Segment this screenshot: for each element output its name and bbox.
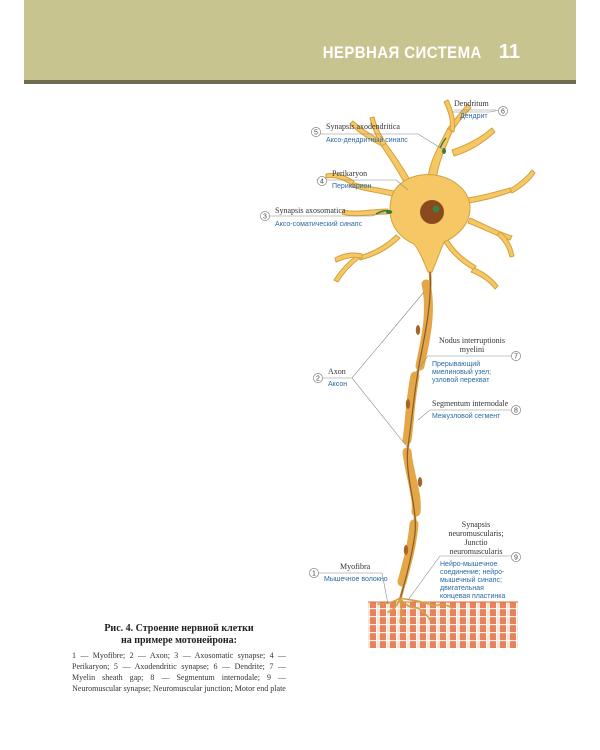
nucleolus [432, 205, 440, 213]
label-dendrite: Dendritum Дендрит 6 [454, 99, 508, 120]
axosomatic-synapse-knob [385, 210, 393, 214]
svg-text:Перикарион: Перикарион [332, 183, 372, 190]
svg-text:4: 4 [320, 179, 324, 186]
leader-9 [407, 555, 512, 601]
myelin-segment [402, 447, 421, 517]
page-number: 11 [498, 41, 520, 63]
svg-text:миелиновый узел;: миелиновый узел; [432, 368, 491, 376]
myelin-nucleus [403, 545, 409, 555]
leader-1 [316, 572, 389, 605]
myelin-segment [402, 371, 420, 445]
caption-body: 1 — Myofibre; 2 — Axon; 3 — Axosomatic s… [72, 651, 286, 693]
myelin-nucleus [417, 477, 423, 487]
leader-7 [415, 355, 512, 373]
svg-text:9: 9 [514, 555, 518, 562]
leader-2b [351, 377, 409, 449]
svg-text:2: 2 [316, 376, 320, 383]
svg-text:концевая пластинка: концевая пластинка [440, 593, 505, 600]
leader-4 [316, 179, 409, 191]
dendrites [325, 99, 536, 290]
svg-text:Perikaryon: Perikaryon [332, 169, 367, 178]
svg-text:мышечный синапс;: мышечный синапс; [440, 576, 502, 584]
leader-2a [314, 291, 425, 379]
svg-text:8: 8 [514, 408, 518, 415]
nucleus [420, 200, 444, 224]
svg-text:7: 7 [514, 354, 518, 361]
label-axosomatic-synapse: 3 Synapsis axosomatica Аксо-соматический… [260, 206, 363, 228]
svg-text:двигательная: двигательная [440, 585, 484, 592]
leader-3 [262, 211, 385, 217]
section-title: НЕРВНАЯ СИСТЕМА [322, 43, 482, 62]
axon [397, 271, 433, 601]
myelin-segment [397, 519, 419, 587]
leader-5 [312, 133, 445, 151]
myelin-segment [415, 279, 433, 371]
myelin-nucleus [405, 399, 411, 409]
svg-text:Synapsis axodendritica: Synapsis axodendritica [326, 122, 400, 131]
label-perikaryon: 4 Perikaryon Перикарион [317, 169, 372, 190]
svg-text:Synapsis axosomatica: Synapsis axosomatica [275, 206, 346, 215]
svg-text:Дендрит: Дендрит [460, 113, 488, 120]
caption-title: Рис. 4. Строение нервной клетки на приме… [72, 623, 286, 647]
label-internode: Segmentum internodale Межузловой сегмент… [432, 399, 521, 420]
label-neuromuscular-junction: Synapsis neuromuscularis; Junctio neurom… [440, 520, 521, 600]
svg-text:Прерывающий: Прерывающий [432, 360, 480, 368]
svg-text:Межузловой сегмент: Межузловой сегмент [432, 412, 501, 420]
svg-text:соединение; нейро-: соединение; нейро- [440, 568, 505, 576]
svg-text:Аксо-дендритный синапс: Аксо-дендритный синапс [326, 136, 408, 144]
svg-text:Axon: Axon [328, 367, 346, 376]
leader-8 [417, 409, 512, 421]
svg-text:Myofibra: Myofibra [340, 562, 371, 571]
svg-text:Synapsis: Synapsis [462, 520, 490, 529]
page-header [24, 0, 576, 80]
svg-text:Аксо-соматический синапс: Аксо-соматический синапс [275, 220, 363, 228]
svg-text:Мышечное волокно: Мышечное волокно [324, 576, 388, 583]
figure-caption: Рис. 4. Строение нервной клетки на приме… [72, 623, 286, 694]
label-myelin-node: Nodus interruptionis myelini Прерывающий… [432, 336, 521, 384]
motor-end-plate [377, 597, 453, 623]
label-axodendritic-synapse: 5 Synapsis axodendritica Аксо-дендритный… [311, 122, 408, 144]
svg-text:Segmentum internodale: Segmentum internodale [432, 399, 509, 408]
svg-text:3: 3 [263, 214, 267, 221]
leader-6 [452, 109, 501, 113]
caption-title-line-1: Рис. 4. Строение нервной клетки [104, 623, 254, 634]
label-myofibra: 1 Myofibra Мышечное волокно [309, 562, 388, 583]
svg-text:Junctio: Junctio [464, 538, 487, 547]
axodendritic-synapse [439, 137, 447, 149]
svg-text:Dendritum: Dendritum [454, 99, 489, 108]
muscle-fibre [368, 601, 518, 648]
svg-text:Аксон: Аксон [328, 381, 347, 388]
svg-text:Nodus interruptionis: Nodus interruptionis [439, 336, 505, 345]
svg-text:узловой перехват: узловой перехват [432, 376, 490, 384]
svg-text:1: 1 [312, 571, 316, 578]
svg-text:neuromuscularis;: neuromuscularis; [448, 529, 503, 538]
header-rule [24, 80, 576, 84]
label-axon: 2 Axon Аксон [313, 367, 347, 388]
caption-title-line-2: на примере мотонейрона: [120, 635, 238, 646]
svg-text:5: 5 [314, 130, 318, 137]
myelin-nucleus [415, 325, 421, 335]
svg-text:neuromuscularis: neuromuscularis [450, 547, 503, 556]
svg-text:Нейро-мышечное: Нейро-мышечное [440, 560, 498, 568]
svg-text:myelini: myelini [460, 345, 485, 354]
svg-text:6: 6 [501, 109, 505, 116]
